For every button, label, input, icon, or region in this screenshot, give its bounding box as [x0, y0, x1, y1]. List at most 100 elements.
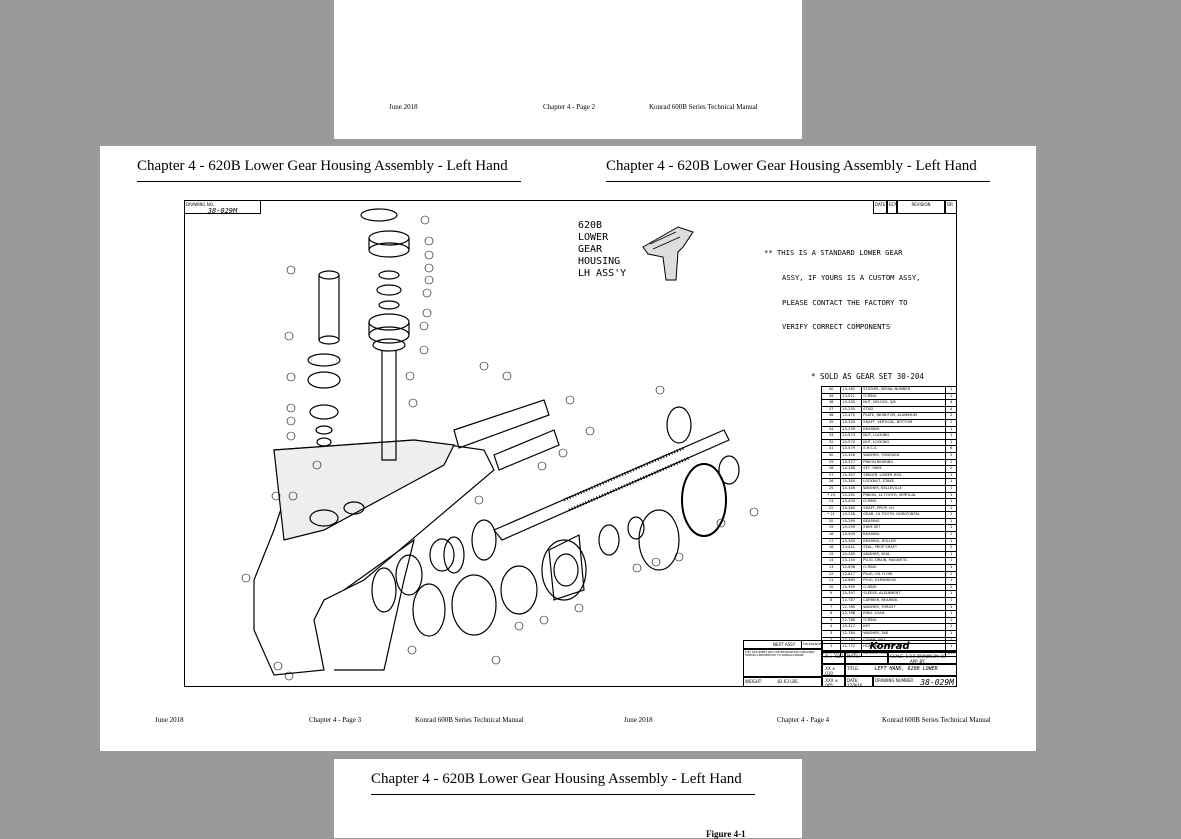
page-title: Chapter 4 - 620B Lower Gear Housing Asse… — [371, 771, 742, 787]
parts-cell: 10-573 — [840, 432, 863, 440]
parts-cell: 1 — [945, 451, 957, 460]
parts-cell: 1 — [945, 386, 957, 394]
parts-cell: 10-380 — [840, 478, 863, 486]
parts-cell: 15 — [820, 550, 842, 559]
label-line: HOUSING — [578, 256, 621, 267]
parts-cell: O-RING — [861, 564, 947, 572]
parts-cell: 4 — [945, 399, 957, 407]
parts-cell: BEARING — [861, 531, 947, 539]
parts-cell: 38 — [820, 399, 842, 407]
footer-manual: Konrad 600B Series Technical Manual — [415, 716, 524, 724]
parts-cell: 30 — [820, 451, 842, 460]
parts-cell: SHAFT, PROP, LH — [861, 504, 947, 513]
rev-header: DATE — [873, 200, 887, 214]
date-field: DATE:12/9/16 — [845, 676, 873, 688]
drawing-no-box: DRAWING NO. 38-029M — [184, 200, 261, 215]
parts-cell: 16 — [820, 544, 842, 552]
parts-cell: 2 — [945, 412, 957, 420]
parts-cell: PLATE, INHIBITOR, ALUMINUM — [861, 412, 947, 420]
parts-cell: 26 — [820, 478, 842, 486]
label-line: 620B — [578, 220, 603, 231]
parts-cell: 22 — [820, 504, 842, 513]
parts-cell: 23 — [820, 498, 842, 506]
parts-cell: 10-150 — [840, 557, 863, 566]
rev-header: REVISION — [897, 200, 945, 214]
parts-cell: BEARING — [861, 517, 947, 526]
parts-cell: 40 — [820, 386, 842, 394]
parts-cell: 39 — [820, 392, 842, 401]
parts-cell: BEARING — [861, 425, 947, 434]
page-4-title: Chapter 4 - 620B Lower Gear Housing Asse… — [606, 158, 977, 174]
parts-cell: WASHER, SEAL — [861, 550, 947, 559]
parts-cell: 13-021 — [840, 392, 863, 401]
parts-cell: 4 — [820, 623, 842, 631]
drawing-frame — [184, 200, 957, 687]
parts-cell: 1 — [945, 590, 957, 598]
note-line: PLEASE CONTACT THE FACTORY TO — [782, 297, 908, 307]
parts-cell: 13-182 — [840, 386, 863, 394]
parts-cell: SLEEVE, ALIGNMENT — [861, 590, 947, 598]
parts-cell: WASHER, THRUST — [861, 603, 947, 612]
parts-cell: 1 — [945, 570, 957, 579]
parts-cell: 10-288 — [840, 465, 863, 473]
parts-cell: KEY — [861, 623, 947, 631]
parts-cell: 10-335 — [840, 399, 863, 407]
footer-page: Chapter 4 - Page 3 — [309, 716, 362, 724]
parts-cell: 10-397 — [840, 590, 863, 598]
parts-cell: 10-400 — [840, 498, 863, 506]
parts-cell: 10-326 — [840, 451, 863, 460]
lower-housing — [253, 439, 495, 676]
parts-cell: 27 — [820, 471, 842, 480]
parts-cell: 32 — [820, 438, 842, 447]
parts-cell: 10-380 — [840, 504, 863, 513]
parts-cell: SET, SHIM — [861, 465, 947, 473]
parts-cell: WASHER, TONGUED — [861, 451, 947, 460]
parts-cell: CARRIER, BEARING — [861, 597, 947, 605]
parts-cell: 6 — [820, 610, 842, 618]
parts-cell: 1 — [945, 432, 957, 440]
weight: WEIGHT: 82.63 LBS. — [743, 677, 822, 687]
material: MAT'L: — [845, 652, 888, 664]
pdf-page-2: June 2018 Chapter 4 - Page 2 Konrad 600B… — [334, 0, 802, 139]
parts-cell: 28 — [820, 465, 842, 473]
parts-cell: 25 — [820, 484, 842, 493]
assembly-label: 620B LOWER GEAR HOUSING LH ASS'Y — [578, 220, 626, 280]
parts-cell: O-RING — [861, 583, 947, 592]
parts-cell: O-RING — [861, 616, 947, 625]
revision-table: DATE ECN REVISION DR — [873, 200, 957, 214]
parts-cell: 1 — [945, 524, 957, 533]
parts-cell: STICKER, SERIAL NUMBER — [861, 386, 947, 394]
page-3-title: Chapter 4 - 620B Lower Gear Housing Asse… — [137, 158, 508, 174]
parts-cell: 2 — [945, 583, 957, 592]
proprietary-notice: THIS DOCUMENT AND THE INFORMATION CONTAI… — [743, 649, 822, 677]
parts-cell: SHIM SET — [861, 524, 947, 533]
parts-cell: 12-470 — [840, 412, 863, 420]
parts-cell: 1 — [945, 616, 957, 625]
parts-cell: 10-509 — [840, 531, 863, 539]
parts-cell: 10-307 — [840, 471, 863, 480]
parts-cell: 10-259 — [840, 425, 863, 434]
pdf-page-4-1: Chapter 4 - 620B Lower Gear Housing Asse… — [334, 759, 802, 839]
parts-cell: 37 — [820, 405, 842, 414]
parts-cell: 1 — [945, 491, 957, 500]
parts-cell: GEAR, 24 TOOTH, HORIZONTAL — [861, 511, 947, 519]
parts-cell: 10-330 — [840, 418, 863, 427]
parts-cell: 10 — [820, 583, 842, 592]
parts-cell: 1 — [945, 458, 957, 467]
note-line: ** THIS IS A STANDARD LOWER GEAR — [764, 248, 903, 258]
footer-date: June 2018 — [155, 716, 184, 724]
parts-cell: 10-669 — [840, 577, 863, 585]
